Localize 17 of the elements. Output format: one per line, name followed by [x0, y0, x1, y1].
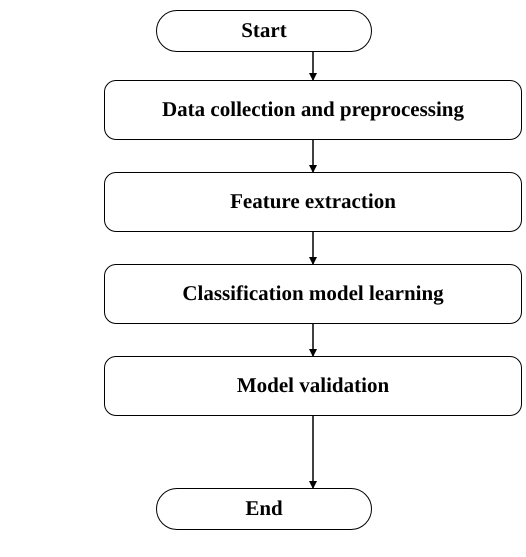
arrow	[309, 52, 317, 81]
terminal-pill	[156, 10, 372, 52]
process-box	[104, 264, 522, 324]
arrow	[309, 232, 317, 265]
process-box	[104, 172, 522, 232]
node-label: End	[245, 495, 283, 522]
terminal-pill	[156, 488, 372, 530]
arrow	[309, 140, 317, 173]
node-label: Feature extraction	[230, 188, 396, 216]
node-label: Classification model learning	[182, 280, 444, 308]
process-box	[104, 80, 522, 140]
node-label: Start	[241, 17, 287, 44]
arrow	[309, 416, 317, 489]
node-label: Data collection and preprocessing	[162, 96, 464, 124]
process-box	[104, 356, 522, 416]
arrow	[309, 324, 317, 357]
node-label: Model validation	[236, 372, 390, 400]
